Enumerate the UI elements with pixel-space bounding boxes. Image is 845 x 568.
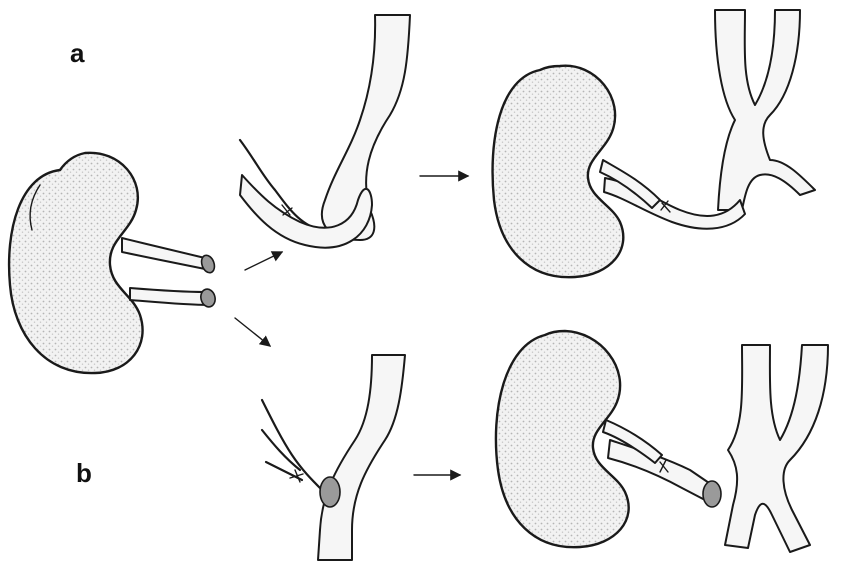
- panel-b-recipient-vessel: [262, 355, 405, 560]
- panel-a-recipient-vessel: [240, 15, 410, 248]
- donor-kidney: [9, 153, 143, 373]
- panel-label-a: a: [70, 38, 84, 69]
- panel-b-result-kidney: [496, 331, 629, 547]
- arrow-to-panel-b: [235, 318, 270, 346]
- panel-a-result-vessels: [600, 10, 815, 229]
- arrow-to-panel-a: [245, 252, 282, 270]
- donor-artery-stump: [122, 238, 217, 275]
- panel-label-b: b: [76, 458, 92, 489]
- donor-vein-stump: [130, 287, 217, 308]
- panel-b-result-vessels: [603, 345, 828, 552]
